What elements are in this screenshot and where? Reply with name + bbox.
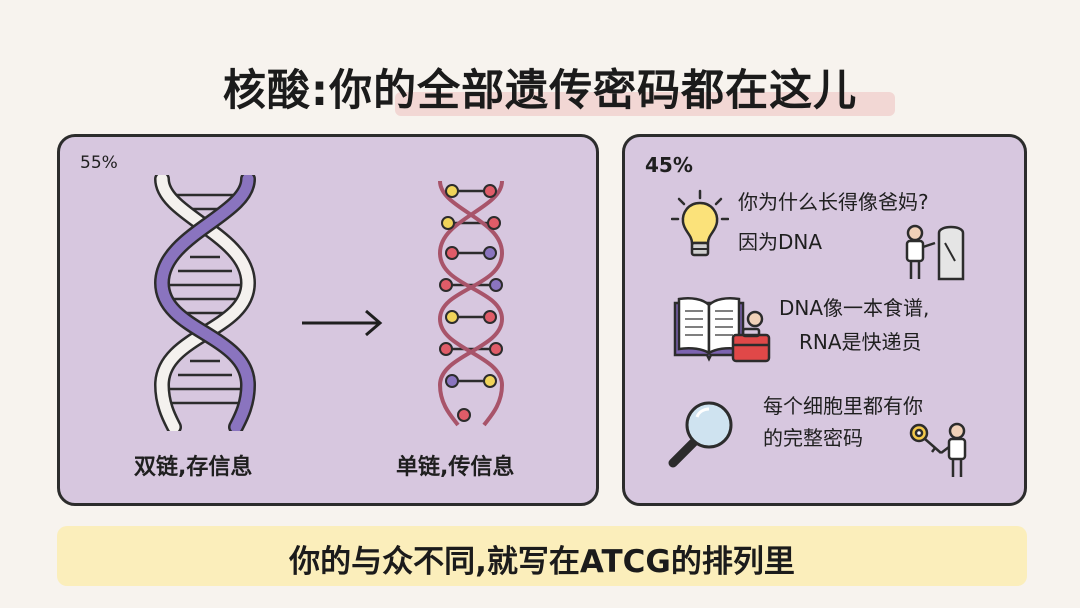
right-panel-percent: 45% xyxy=(645,153,693,177)
bottom-banner: 你的与众不同,就写在ATCG的排列里 xyxy=(57,526,1027,586)
item-2-line-2: RNA是快递员 xyxy=(799,330,922,354)
left-panel: 55% xyxy=(57,134,599,506)
rna-caption: 单链,传信息 xyxy=(396,455,515,480)
arrow-right-icon xyxy=(302,309,383,337)
title-highlight xyxy=(395,92,895,116)
item-2-line-1: DNA像一本食谱, xyxy=(779,296,930,320)
bottom-banner-text: 你的与众不同,就写在ATCG的排列里 xyxy=(289,544,795,580)
magnifier-icon xyxy=(668,401,733,468)
lightbulb-icon xyxy=(671,189,729,257)
rna-strand-icon xyxy=(437,180,505,427)
right-panel: 45% 你为什么长得像爸妈? 因为DNA xyxy=(622,134,1027,506)
dna-caption: 双链,存信息 xyxy=(134,455,253,480)
left-panel-percent: 55% xyxy=(80,153,118,173)
title-area: 核酸:你的全部遗传密码都在这儿 xyxy=(0,52,1080,122)
item-3-line-2: 的完整密码 xyxy=(763,426,863,450)
item-1-line-1: 你为什么长得像爸妈? xyxy=(738,190,929,214)
person-key-icon xyxy=(909,422,967,477)
dna-double-helix-icon xyxy=(153,175,257,431)
item-1-line-2: 因为DNA xyxy=(738,230,823,254)
page-title: 核酸:你的全部遗传密码都在这儿 xyxy=(222,66,858,116)
recipe-book-icon xyxy=(673,297,771,363)
item-3-line-1: 每个细胞里都有你 xyxy=(763,394,923,418)
person-mirror-icon xyxy=(905,224,965,281)
